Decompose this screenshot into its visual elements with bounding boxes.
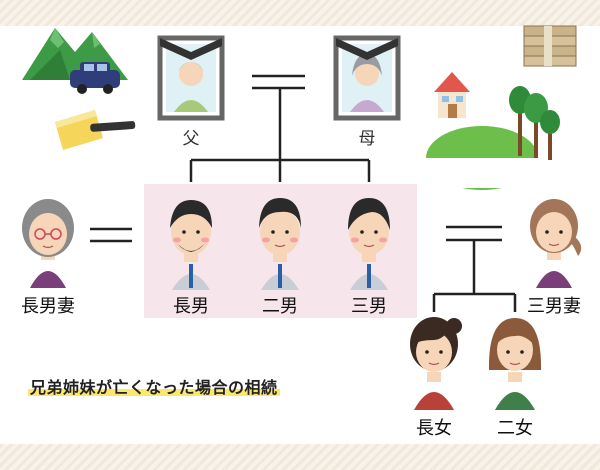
eldest-son-label: 長男 [173,296,209,317]
third-son-marriage-symbol [446,225,502,242]
eldest-daughter-icon [410,317,462,410]
eldest-son-icon [170,200,212,290]
mother-memorial-photo-icon [333,35,401,121]
second-daughter-label: 二女 [497,418,533,439]
children-connector-lines [189,88,371,182]
mother-label: 母 [358,129,376,149]
eldest-son-wife-icon [22,199,74,288]
bankbook-icon [55,110,136,150]
eldest-daughter-label: 長女 [416,418,452,439]
parents-marriage-symbol [252,74,305,90]
house-icon [434,72,470,118]
eldest-son-wife-label: 長男妻 [21,296,75,317]
eldest-son-marriage-symbol [90,227,132,243]
car-icon [70,62,120,94]
second-son-icon [259,198,301,290]
father-label: 父 [182,129,200,149]
hill-icon [426,126,538,190]
father-memorial-photo-icon [157,35,225,121]
second-son-label: 二男 [262,296,298,317]
tree-icon [509,86,560,160]
diagram-title: 兄弟姉妹が亡くなった場合の相続 [28,374,280,398]
third-son-wife-icon [530,199,582,288]
third-son-icon [348,198,390,290]
cash-stack-icon [523,25,577,67]
top-border-band [0,0,600,26]
second-daughter-icon [488,318,542,410]
daughters-connector-lines [432,240,517,312]
bottom-border-band [0,444,600,470]
third-son-wife-label: 三男妻 [527,296,581,317]
third-son-label: 三男 [351,296,387,317]
